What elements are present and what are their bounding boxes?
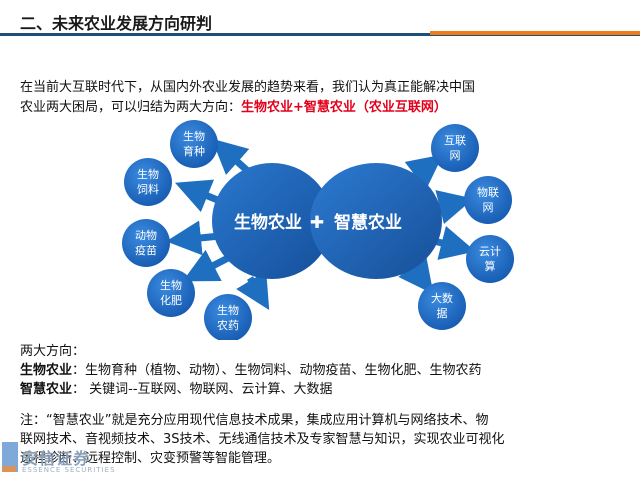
smart-direction-label: 智慧农业	[20, 382, 73, 397]
arrow-bigdata	[398, 255, 434, 295]
directions-heading: 两大方向：	[20, 344, 86, 359]
intro-line-2-prefix: 农业两大困局，可以归结为两大方向：	[20, 100, 242, 115]
note-paragraph: 注：“智慧农业”就是充分应用现代信息技术成果，集成应用计算机与网络技术、物 联网…	[20, 411, 625, 468]
intro-paragraph: 在当前大互联时代下，从国内外农业发展的趋势来看，我们认为真正能解决中国 农业两大…	[20, 78, 620, 118]
node-vaccine: 动物 疫苗	[122, 219, 170, 267]
center-left-label: 生物农业	[234, 212, 302, 233]
bio-direction-text: ：生物育种（植物、动物）、生物饲料、动物疫苗、生物化肥、生物农药	[72, 363, 482, 378]
company-logo	[2, 442, 18, 472]
node-breeding-l2: 育种	[183, 144, 205, 158]
arrow-pesticide	[236, 270, 270, 311]
left-arrows	[166, 138, 270, 311]
arrow-vaccine	[166, 220, 221, 256]
logo-text: 安信证券	[22, 449, 91, 468]
direction-diagram: 生物农业 ✚ 智慧农业 生物 育种 生物 饲料 动物 疫苗 生物 化肥 生物 农…	[122, 120, 514, 340]
node-bigdata-l2: 据	[437, 306, 448, 320]
node-feed: 生物 饲料	[124, 158, 172, 206]
note-line-1: 注：“智慧农业”就是充分应用现代信息技术成果，集成应用计算机与网络技术、物	[20, 413, 489, 428]
node-pesticide-l1: 生物	[217, 303, 239, 317]
smart-direction-text: ： 关键词--互联网、物联网、云计算、大数据	[72, 382, 333, 397]
logo-subtext: ESSENCE SECURITIES	[22, 466, 116, 474]
smart-direction: 智慧农业： 关键词--互联网、物联网、云计算、大数据	[20, 380, 625, 399]
node-fertilizer-l2: 化肥	[160, 293, 182, 307]
note-line-2: 联网技术、音视频技术、3S技术、无线通信技术及专家智慧与知识，实现农业可视化	[20, 432, 505, 447]
center-right-label: 智慧农业	[334, 212, 402, 233]
page-title: 二、未来农业发展方向研判	[20, 14, 213, 33]
node-feed-l1: 生物	[137, 167, 159, 181]
node-iot: 物联 网	[464, 176, 512, 224]
smart-agriculture-ellipse	[310, 163, 442, 279]
node-pesticide: 生物 农药	[204, 294, 252, 340]
header-rule-blue	[0, 33, 640, 36]
node-vaccine-l2: 疫苗	[135, 243, 157, 257]
node-iot-l1: 物联	[477, 185, 499, 199]
node-breeding: 生物 育种	[170, 120, 218, 168]
center-plus-icon: ✚	[310, 213, 324, 233]
intro-line-2: 农业两大困局，可以归结为两大方向：生物农业+智慧农业（农业互联网）	[20, 98, 620, 118]
header-rule-orange	[430, 31, 640, 35]
bio-agriculture-ellipse	[212, 163, 332, 279]
node-internet-l2: 网	[450, 149, 461, 162]
node-internet-l1: 互联	[444, 134, 466, 147]
node-cloud: 云计 算	[466, 235, 514, 283]
arrow-breeding	[211, 138, 253, 176]
node-cloud-l2: 算	[485, 259, 496, 273]
node-iot-l2: 网	[483, 201, 494, 214]
node-fertilizer: 生物 化肥	[147, 269, 195, 317]
directions-section: 两大方向： 生物农业：生物育种（植物、动物）、生物饲料、动物疫苗、生物化肥、生物…	[20, 342, 625, 468]
intro-highlight: 生物农业+智慧农业（农业互联网）	[241, 100, 447, 115]
bio-direction: 生物农业：生物育种（植物、动物）、生物饲料、动物疫苗、生物化肥、生物农药	[20, 361, 625, 380]
node-bigdata-l1: 大数	[431, 291, 453, 305]
node-vaccine-l1: 动物	[135, 228, 157, 242]
node-breeding-l1: 生物	[183, 129, 205, 143]
node-feed-l2: 饲料	[137, 182, 159, 196]
node-internet: 互联 网	[431, 124, 479, 172]
node-pesticide-l2: 农药	[217, 318, 239, 332]
note-line-3: 远程诊断、远程控制、灾变预警等智能管理。	[20, 451, 281, 466]
intro-line-1: 在当前大互联时代下，从国内外农业发展的趋势来看，我们认为真正能解决中国	[20, 80, 476, 95]
bio-direction-label: 生物农业	[20, 363, 73, 378]
arrow-fertilizer	[182, 249, 230, 282]
node-bigdata: 大数 据	[418, 282, 466, 330]
node-cloud-l1: 云计	[479, 245, 501, 258]
node-fertilizer-l1: 生物	[160, 278, 182, 292]
